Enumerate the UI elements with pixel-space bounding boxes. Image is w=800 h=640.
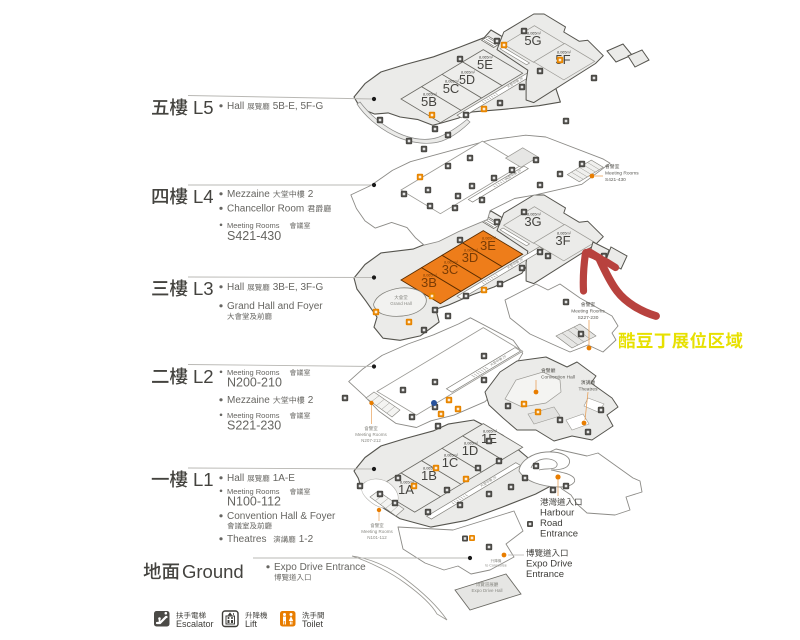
svg-text:1A: 1A (398, 482, 414, 497)
svg-text:會譬廳: 會譬廳 (541, 367, 556, 374)
svg-text:Theatres: Theatres (227, 534, 266, 545)
svg-text:N101-112: N101-112 (367, 535, 387, 540)
svg-text:L4: L4 (193, 186, 214, 207)
svg-text:1D: 1D (462, 443, 479, 458)
svg-text:Entrance: Entrance (540, 529, 578, 540)
svg-text:Convention Hall & Foyer: Convention Hall & Foyer (227, 511, 336, 522)
svg-text:8,065m²: 8,065m² (482, 237, 497, 241)
svg-text:8,065m²: 8,065m² (557, 51, 572, 55)
svg-text:3F: 3F (555, 233, 570, 248)
svg-text:8,065m²: 8,065m² (527, 213, 542, 217)
svg-text:S421-430: S421-430 (227, 229, 281, 243)
svg-text:Meeting Rooms: Meeting Rooms (227, 368, 280, 377)
svg-text:5C: 5C (443, 81, 460, 96)
svg-text:S421-430: S421-430 (605, 177, 626, 183)
svg-text:會譬室: 會譬室 (370, 522, 384, 529)
svg-text:N200-210: N200-210 (227, 376, 282, 390)
svg-text:大會堂: 大會堂 (394, 294, 408, 301)
svg-text:8,065m²: 8,065m² (479, 56, 494, 60)
svg-text:會譬室: 會譬室 (605, 163, 620, 170)
svg-text:會譬室: 會譬室 (364, 425, 378, 432)
svg-text:S227-230: S227-230 (578, 315, 599, 321)
svg-text:8,065m²: 8,065m² (423, 93, 438, 97)
svg-text:8,065m²: 8,065m² (557, 232, 572, 236)
svg-text:Mezzaine: Mezzaine (227, 189, 270, 200)
svg-text:2: 2 (308, 189, 314, 200)
svg-text:5G: 5G (524, 33, 541, 48)
svg-text:8,065m²: 8,065m² (445, 80, 460, 84)
svg-text:8,065m²: 8,065m² (400, 481, 415, 485)
svg-text:L1: L1 (193, 469, 214, 490)
svg-text:Toilet: Toilet (302, 619, 324, 629)
svg-text:Theatres: Theatres (579, 387, 599, 393)
svg-text:Hall: Hall (227, 101, 244, 112)
svg-text:8,065m²: 8,065m² (527, 32, 542, 36)
svg-text:L5: L5 (193, 97, 214, 118)
svg-text:Meeting Rooms: Meeting Rooms (227, 411, 280, 420)
svg-text:Expo Drive: Expo Drive (526, 559, 572, 570)
svg-text:1B: 1B (421, 468, 437, 483)
svg-text:N100-112: N100-112 (227, 495, 281, 509)
svg-text:Expo Drive Hall: Expo Drive Hall (471, 588, 502, 593)
svg-text:Mezzaine: Mezzaine (227, 395, 270, 406)
svg-text:Ground: Ground (182, 561, 244, 582)
svg-text:to Concourse: to Concourse (485, 564, 506, 568)
svg-text:8,065m²: 8,065m² (461, 71, 476, 75)
svg-text:5B-E, 5F-G: 5B-E, 5F-G (273, 101, 324, 112)
svg-text:博覽道展廳: 博覽道展廳 (476, 581, 499, 588)
svg-text:L2: L2 (193, 366, 214, 387)
svg-text:Grand Hall: Grand Hall (390, 301, 412, 306)
svg-text:8,065m²: 8,065m² (483, 430, 498, 434)
svg-text:3G: 3G (524, 214, 541, 229)
svg-text:1-2: 1-2 (299, 534, 314, 545)
svg-text:8,065m²: 8,065m² (444, 261, 459, 265)
svg-text:Meeting Rooms: Meeting Rooms (361, 529, 393, 534)
svg-text:5B: 5B (421, 94, 437, 109)
svg-text:8,065m²: 8,065m² (444, 454, 459, 458)
svg-text:8,065m²: 8,065m² (423, 274, 438, 278)
svg-text:5D: 5D (459, 73, 475, 87)
svg-text:5E: 5E (477, 57, 493, 72)
svg-text:升降機: 升降機 (491, 558, 502, 563)
svg-text:Harbour: Harbour (540, 508, 574, 519)
svg-text:N207-212: N207-212 (361, 438, 381, 443)
svg-text:演講廳: 演講廳 (581, 379, 596, 386)
svg-text:Escalator: Escalator (176, 619, 214, 629)
svg-text:Meeting Rooms: Meeting Rooms (355, 432, 387, 437)
svg-text:Entrance: Entrance (526, 569, 564, 580)
svg-text:3D: 3D (462, 250, 479, 265)
svg-text:8,065m²: 8,065m² (464, 442, 479, 446)
svg-text:Hall: Hall (227, 282, 244, 293)
svg-text:Meeting Rooms: Meeting Rooms (605, 171, 639, 177)
svg-text:3C: 3C (442, 262, 459, 277)
svg-text:Meeting Rooms: Meeting Rooms (571, 309, 605, 315)
svg-text:3B-E, 3F-G: 3B-E, 3F-G (273, 282, 324, 293)
svg-text:8,065m²: 8,065m² (423, 467, 438, 471)
svg-text:8,065m²: 8,065m² (464, 249, 479, 253)
svg-text:S221-230: S221-230 (227, 419, 281, 433)
svg-text:Lift: Lift (245, 619, 258, 629)
svg-text:會譬室: 會譬室 (581, 301, 596, 308)
svg-text:3B: 3B (421, 275, 437, 290)
svg-text:3E: 3E (480, 238, 496, 253)
svg-text:Chancellor Room: Chancellor Room (227, 204, 304, 215)
svg-text:Meeting Rooms: Meeting Rooms (227, 487, 280, 496)
svg-text:L3: L3 (193, 278, 214, 299)
svg-text:Road: Road (540, 518, 563, 529)
svg-text:Meeting Rooms: Meeting Rooms (227, 221, 280, 230)
svg-text:Convention Hall: Convention Hall (541, 375, 575, 381)
svg-text:1C: 1C (442, 455, 459, 470)
svg-text:2: 2 (308, 395, 314, 406)
svg-text:Hall: Hall (227, 473, 244, 484)
svg-text:Expo Drive Entrance: Expo Drive Entrance (274, 562, 366, 573)
svg-text:Grand Hall and Foyer: Grand Hall and Foyer (227, 301, 323, 312)
svg-text:1A-E: 1A-E (273, 473, 296, 484)
